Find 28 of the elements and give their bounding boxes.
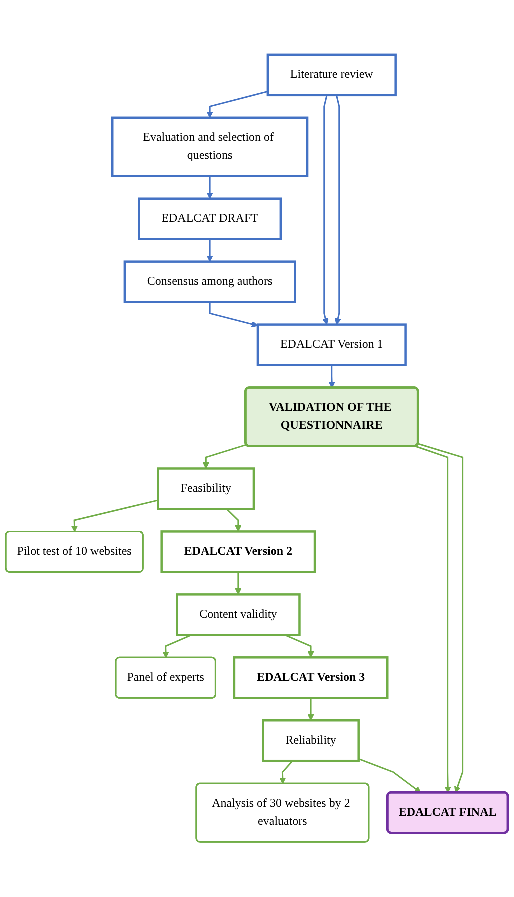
node-box: Consensus among authors <box>124 260 296 304</box>
arrow <box>71 500 159 532</box>
arrow <box>206 90 268 118</box>
arrow <box>334 95 342 326</box>
arrow <box>308 698 314 721</box>
node-box: EDALCAT DRAFT <box>138 198 282 240</box>
node-box: Content validity <box>176 594 301 636</box>
arrow <box>415 446 452 794</box>
node-box: Literature review <box>266 54 397 97</box>
node-box: EDALCAT Version 3 <box>233 656 389 700</box>
arrow <box>418 443 464 794</box>
arrow <box>280 760 294 784</box>
arrow <box>358 758 422 794</box>
node-box: EDALCAT Version 1 <box>256 324 407 366</box>
arrow <box>284 634 314 658</box>
node-box: Evaluation and selection of questions <box>111 116 309 178</box>
arrow <box>226 508 242 532</box>
node-box: Feasibility <box>157 468 256 510</box>
arrow <box>206 176 214 200</box>
arrow <box>202 444 247 470</box>
arrow <box>235 572 242 595</box>
node-box: Reliability <box>262 720 360 762</box>
node-box: EDALCAT Version 2 <box>160 530 316 574</box>
arrow <box>328 365 336 388</box>
arrow <box>322 95 329 326</box>
arrow <box>206 239 214 262</box>
arrow <box>162 634 192 658</box>
arrow <box>209 302 258 328</box>
